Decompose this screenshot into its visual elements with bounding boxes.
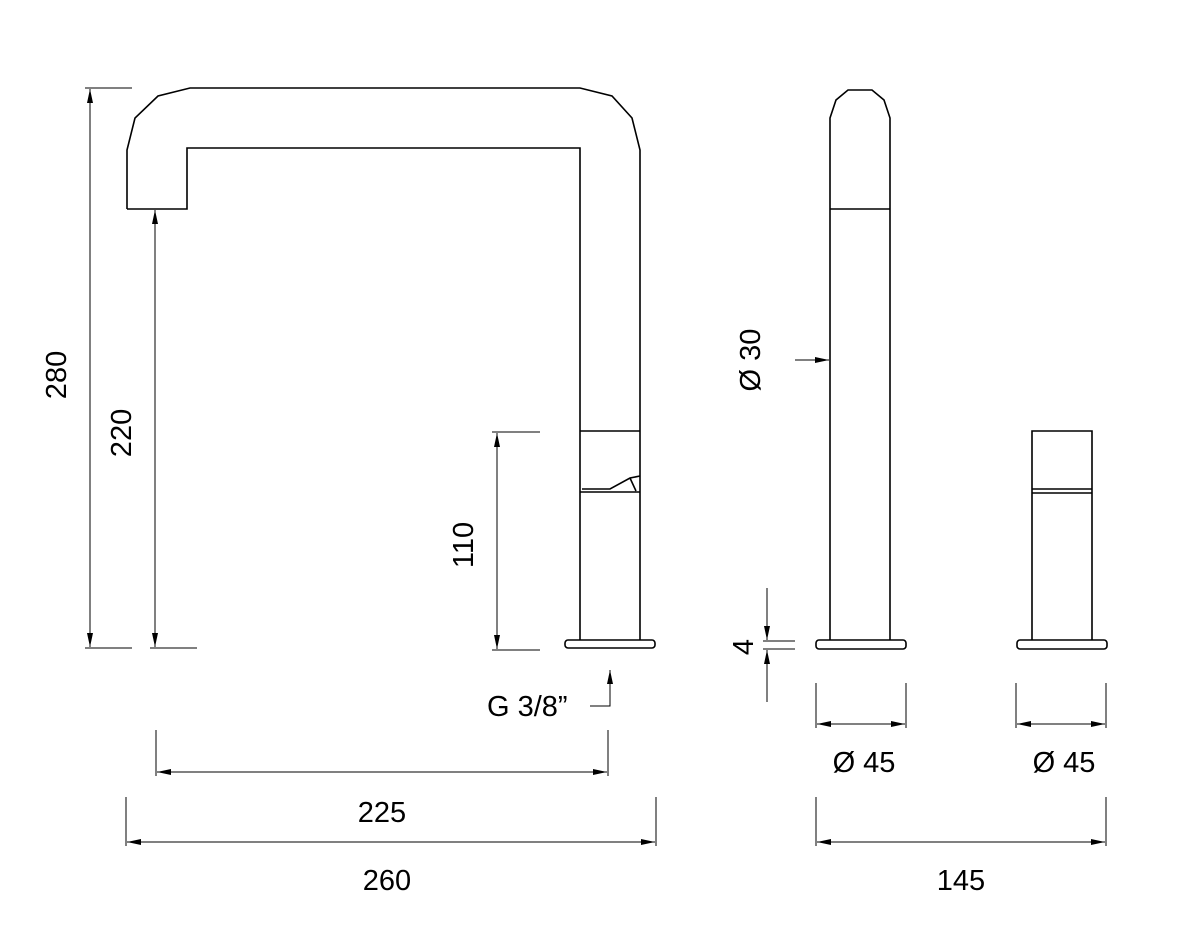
connection-callout: G 3/8”	[487, 670, 613, 723]
dimension-110: 110	[448, 431, 540, 651]
dimension-145: 145	[815, 797, 1107, 897]
faucet-front-view	[126, 87, 656, 649]
dimension-220: 220	[106, 210, 197, 649]
base-plate	[564, 639, 656, 649]
dim-220-label: 220	[106, 409, 138, 457]
dim-145-label: 145	[937, 865, 985, 897]
dim-d45-label-2: Ø 45	[1033, 747, 1096, 779]
faucet-side-view	[815, 89, 907, 650]
dimension-4: 4	[728, 588, 795, 702]
dimension-diameter-45-mixer: Ø 45	[1015, 683, 1107, 779]
dim-d30-label: Ø 30	[735, 329, 767, 392]
dim-4-label: 4	[728, 639, 760, 655]
dim-225-label: 225	[358, 797, 406, 829]
dim-110-label: 110	[448, 522, 480, 568]
dimension-280: 280	[41, 87, 132, 649]
lever-icon	[582, 475, 641, 492]
dim-d45-label-1: Ø 45	[833, 747, 896, 779]
dim-280-label: 280	[41, 351, 73, 399]
dimension-225: 225	[155, 730, 609, 829]
dimension-diameter-30: Ø 30	[735, 329, 829, 392]
dim-260-label: 260	[363, 865, 411, 897]
dimension-diameter-45-spout: Ø 45	[815, 683, 907, 779]
dimension-260: 260	[125, 797, 657, 897]
connection-label: G 3/8”	[487, 691, 568, 723]
side-mixer-view	[1016, 430, 1108, 650]
